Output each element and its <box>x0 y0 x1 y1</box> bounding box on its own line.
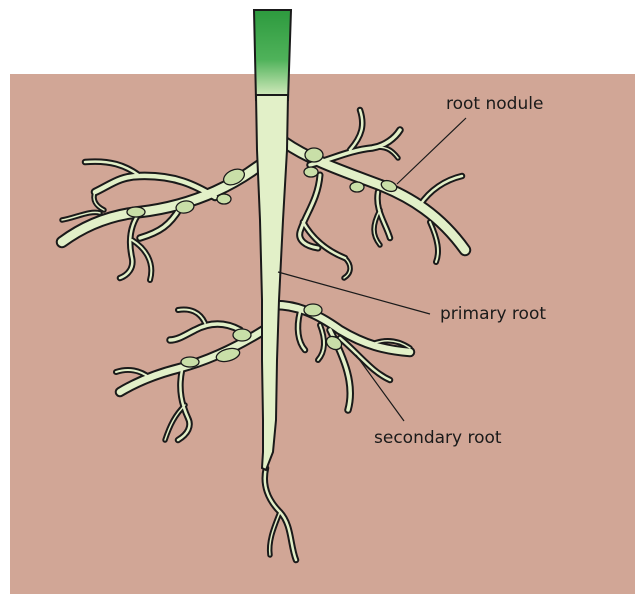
root-nodule <box>305 148 323 162</box>
root-nodule <box>350 182 364 192</box>
label-primary-root: primary root <box>440 304 546 324</box>
root-nodule <box>233 329 251 341</box>
label-root-nodule: root nodule <box>446 94 543 114</box>
root-nodule <box>181 357 199 367</box>
root-nodule <box>304 304 322 316</box>
root-nodule <box>217 194 231 204</box>
root-nodule <box>127 207 145 217</box>
label-secondary-root: secondary root <box>374 428 502 448</box>
root-nodule <box>304 167 318 177</box>
stem <box>254 10 291 100</box>
